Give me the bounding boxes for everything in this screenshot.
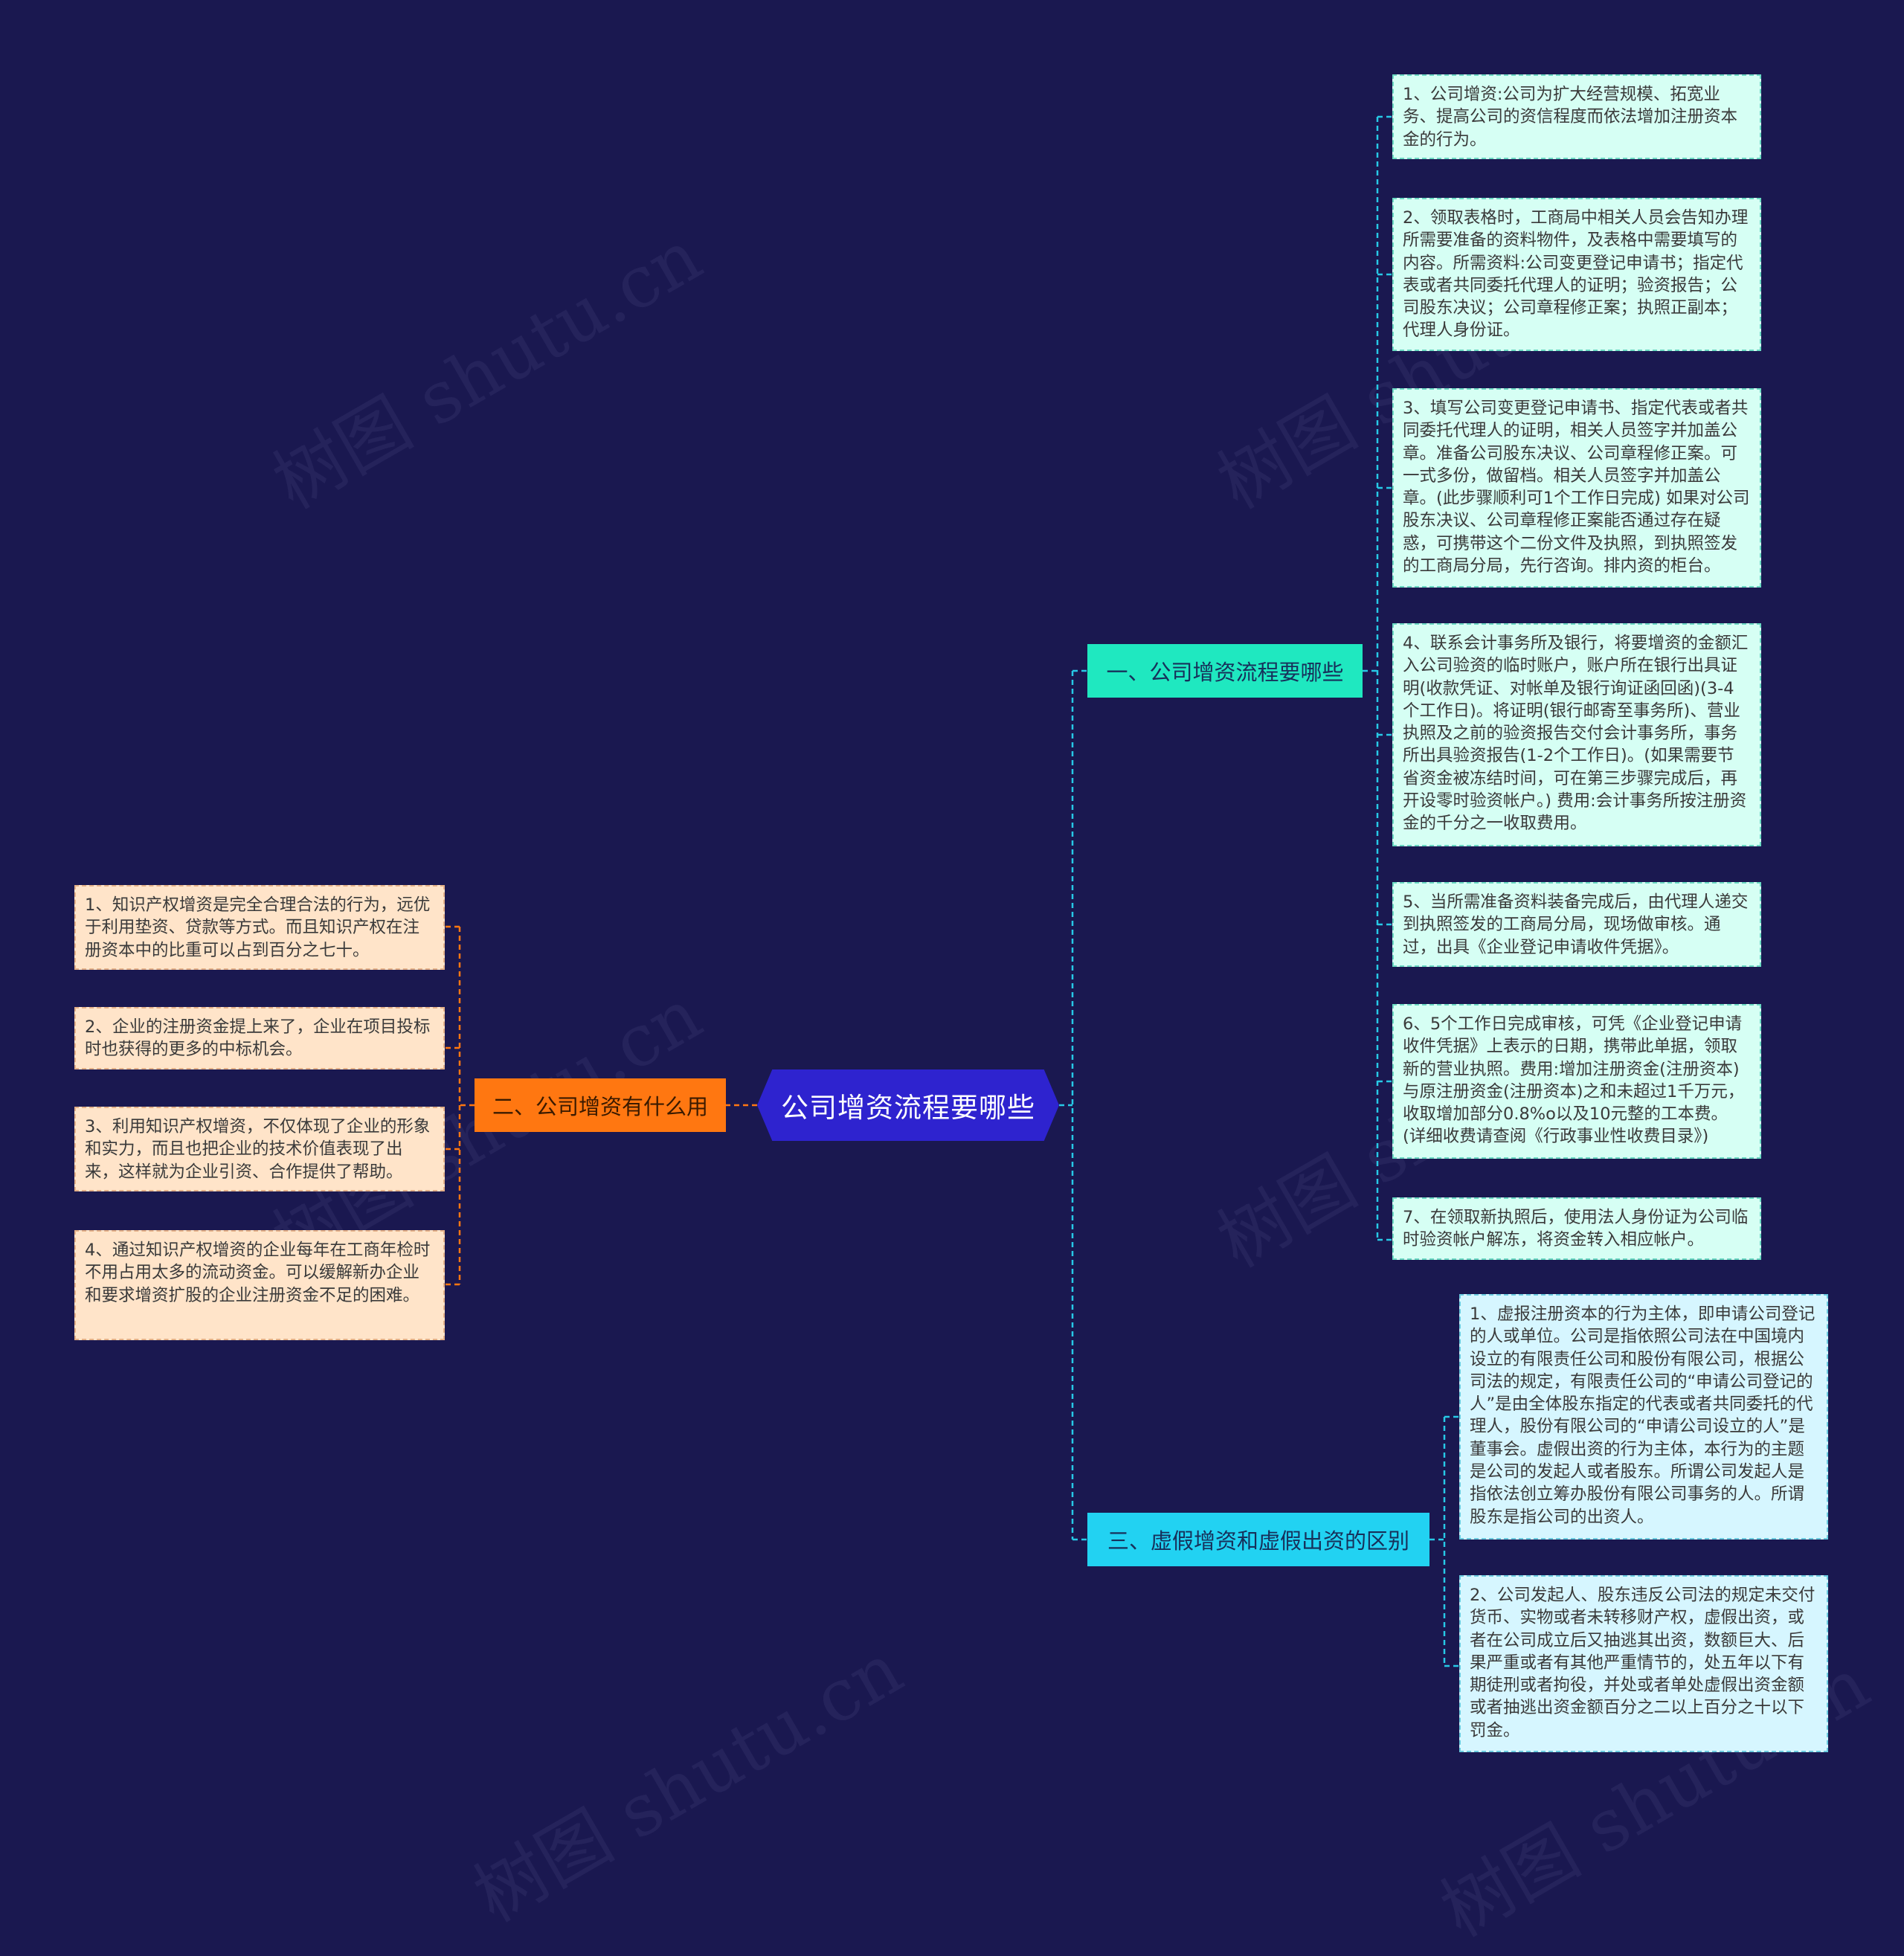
root-topic-label: 公司增资流程要哪些 xyxy=(781,1092,1035,1124)
leaf-process-4[interactable]: 4、联系会计事务所及银行，将要增资的金额汇入公司验资的临时账户，账户所在银行出具… xyxy=(1392,623,1761,846)
leaf-process-5[interactable]: 5、当所需准备资料装备完成后，由代理人递交到执照签发的工商局分局，现场做审核。通… xyxy=(1392,882,1761,967)
leaf-process-2[interactable]: 2、领取表格时，工商局中相关人员会告知办理所需要准备的资料物件，及表格中需要填写… xyxy=(1392,198,1761,351)
leaf-process-3[interactable]: 3、填写公司变更登记申请书、指定代表或者共同委托代理人的证明，相关人员签字并加盖… xyxy=(1392,388,1761,588)
mind-map-canvas: 树图 shutu.cn 树图 shutu.cn 树图 shutu.cn 树图 s… xyxy=(74,74,1882,1953)
connector-branch1 xyxy=(1363,115,1392,1241)
watermark: 树图 shutu.cn xyxy=(260,213,715,525)
watermark: 树图 shutu.cn xyxy=(460,1627,916,1938)
leaf-purpose-2[interactable]: 2、企业的注册资金提上来了，企业在项目投标时也获得的更多的中标机会。 xyxy=(74,1007,445,1069)
root-topic[interactable]: 公司增资流程要哪些 xyxy=(757,1069,1059,1141)
leaf-process-7[interactable]: 7、在领取新执照后，使用法人身份证为公司临时验资帐户解冻，将资金转入相应帐户。 xyxy=(1392,1197,1761,1260)
connector-root-right xyxy=(1059,669,1087,1541)
leaf-purpose-4[interactable]: 4、通过知识产权增资的企业每年在工商年检时不用占用太多的流动资金。可以缓解新办企… xyxy=(74,1230,445,1340)
leaf-process-1[interactable]: 1、公司增资:公司为扩大经营规模、拓宽业务、提高公司的资信程度而依法增加注册资本… xyxy=(1392,74,1761,159)
leaf-purpose-1[interactable]: 1、知识产权增资是完全合理合法的行为，远优于利用垫资、贷款等方式。而且知识产权在… xyxy=(74,885,445,970)
leaf-process-6[interactable]: 6、5个工作日完成审核，可凭《企业登记申请收件凭据》上表示的日期，携带此单据，领… xyxy=(1392,1004,1761,1159)
branch-topic-process[interactable]: 一、公司增资流程要哪些 xyxy=(1087,644,1363,698)
branch-topic-purpose[interactable]: 二、公司增资有什么用 xyxy=(475,1078,726,1132)
leaf-purpose-3[interactable]: 3、利用知识产权增资，不仅体现了企业的形象和实力，而且也把企业的技术价值表现了出… xyxy=(74,1107,445,1191)
leaf-difference-1[interactable]: 1、虚报注册资本的行为主体，即申请公司登记的人或单位。公司是指依照公司法在中国境… xyxy=(1459,1294,1828,1540)
connector-branch3 xyxy=(1429,1415,1459,1667)
branch-topic-difference[interactable]: 三、虚假增资和虚假出资的区别 xyxy=(1087,1513,1429,1566)
leaf-difference-2[interactable]: 2、公司发起人、股东违反公司法的规定未交付货币、实物或者未转移财产权，虚假出资，… xyxy=(1459,1575,1828,1752)
